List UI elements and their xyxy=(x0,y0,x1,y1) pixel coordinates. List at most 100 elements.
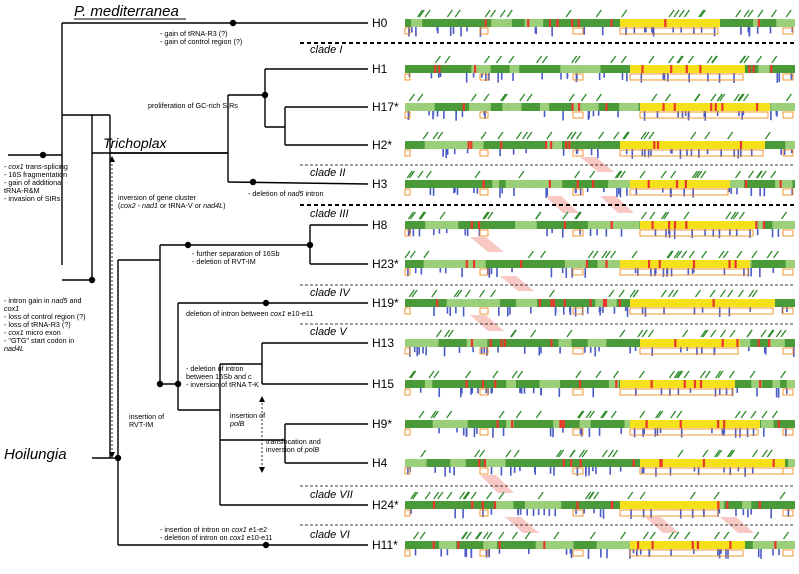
gene-label-mark xyxy=(517,370,524,379)
trna-mark xyxy=(640,73,643,83)
orange-frame xyxy=(404,111,411,119)
trna-mark xyxy=(781,307,784,314)
trna-mark xyxy=(641,307,644,315)
orange-frame xyxy=(629,73,744,81)
trna-mark xyxy=(688,73,690,83)
trna-mark xyxy=(466,27,468,32)
trna-mark xyxy=(485,549,488,558)
gene-label-mark xyxy=(649,211,656,220)
gene-label-mark xyxy=(699,9,706,18)
gene-light xyxy=(506,420,514,428)
orange-frame xyxy=(404,268,411,276)
rrna-mark xyxy=(585,260,589,268)
gene-light xyxy=(608,180,632,188)
gene-label-mark xyxy=(571,55,578,64)
gene-label-mark xyxy=(639,491,646,500)
rrna-mark xyxy=(610,19,613,27)
orange-frame xyxy=(479,428,489,436)
gene-label-mark xyxy=(435,329,442,338)
rrna-mark xyxy=(632,459,635,467)
gene-label-mark xyxy=(465,531,472,540)
trna-mark xyxy=(663,73,666,81)
trna-mark xyxy=(527,549,530,555)
gene-label-mark xyxy=(622,131,629,140)
trna-mark xyxy=(587,111,590,120)
gene-label-mark xyxy=(735,9,742,18)
annotation-root-line: tRNA-R&M xyxy=(4,186,40,195)
gene-light xyxy=(493,299,500,307)
trna-mark xyxy=(778,73,781,82)
trna-mark xyxy=(742,111,745,116)
trna-mark xyxy=(735,509,737,516)
trna-mark xyxy=(525,149,527,154)
orange-frame xyxy=(479,149,489,157)
gene-label-mark xyxy=(483,93,490,102)
gene-label-mark xyxy=(444,329,451,338)
orange-frame xyxy=(572,268,584,276)
gene-label-mark xyxy=(541,55,548,64)
gene-light xyxy=(423,260,447,268)
trna-mark xyxy=(688,111,690,119)
orange-frame xyxy=(782,307,794,315)
intron-region xyxy=(630,420,760,428)
gene-label-mark xyxy=(587,250,594,259)
gene-light xyxy=(785,260,795,268)
rrna-mark xyxy=(717,501,720,509)
trna-mark xyxy=(433,307,435,317)
gene-label-mark xyxy=(530,329,537,338)
trna-mark xyxy=(488,268,491,278)
orange-frame xyxy=(639,111,769,119)
gene-label-mark xyxy=(785,93,792,102)
intron-region xyxy=(640,103,770,111)
trna-mark xyxy=(599,307,602,312)
gene-label-mark xyxy=(446,410,453,419)
trna-mark xyxy=(677,111,679,118)
trna-mark xyxy=(680,27,682,33)
trna-mark xyxy=(432,229,435,236)
trna-mark xyxy=(418,347,420,355)
rrna-mark xyxy=(692,260,696,268)
rrna-mark xyxy=(758,501,761,509)
gene-label-mark xyxy=(781,211,788,220)
trna-mark xyxy=(549,467,552,474)
gene-light xyxy=(752,541,764,549)
trna-mark xyxy=(687,268,690,276)
rrna-mark xyxy=(465,260,468,268)
haplotype-label-H3: H3 xyxy=(372,177,388,191)
rrna-mark xyxy=(645,420,648,428)
gene-label-mark xyxy=(417,9,424,18)
trna-mark xyxy=(432,188,435,196)
annotation-hoilungia-line: - "GTG" start codon in xyxy=(4,336,74,345)
gene-label-mark xyxy=(408,93,415,102)
gene-label-mark xyxy=(673,250,680,259)
gene-label-mark xyxy=(702,329,709,338)
rrna-mark xyxy=(757,19,760,27)
orange-frame xyxy=(404,467,411,475)
gene-label-mark xyxy=(780,370,787,379)
trna-mark xyxy=(701,347,703,354)
orange-frame xyxy=(782,111,794,119)
gene-light xyxy=(552,141,563,149)
trna-mark xyxy=(686,347,689,352)
trna-mark xyxy=(692,188,695,198)
gene-label-mark xyxy=(761,410,768,419)
rrna-mark xyxy=(610,221,613,229)
gene-label-mark xyxy=(527,250,534,259)
haplotype-label-H0: H0 xyxy=(372,16,388,30)
orange-frame xyxy=(479,73,489,81)
trna-mark xyxy=(780,149,782,155)
trna-mark xyxy=(634,347,637,352)
trna-mark xyxy=(629,347,631,354)
tree-node-dot xyxy=(306,241,314,249)
rrna-mark xyxy=(543,541,546,549)
gene-label-mark xyxy=(760,329,767,338)
trna-mark xyxy=(412,229,415,237)
trna-mark xyxy=(415,27,417,37)
trna-mark xyxy=(650,268,652,277)
trna-mark xyxy=(735,229,738,237)
gene-label-mark xyxy=(688,250,695,259)
gene-label-mark xyxy=(592,250,599,259)
gene-label-mark xyxy=(722,250,729,259)
gene-light xyxy=(515,221,524,229)
rrna-mark xyxy=(696,541,700,549)
